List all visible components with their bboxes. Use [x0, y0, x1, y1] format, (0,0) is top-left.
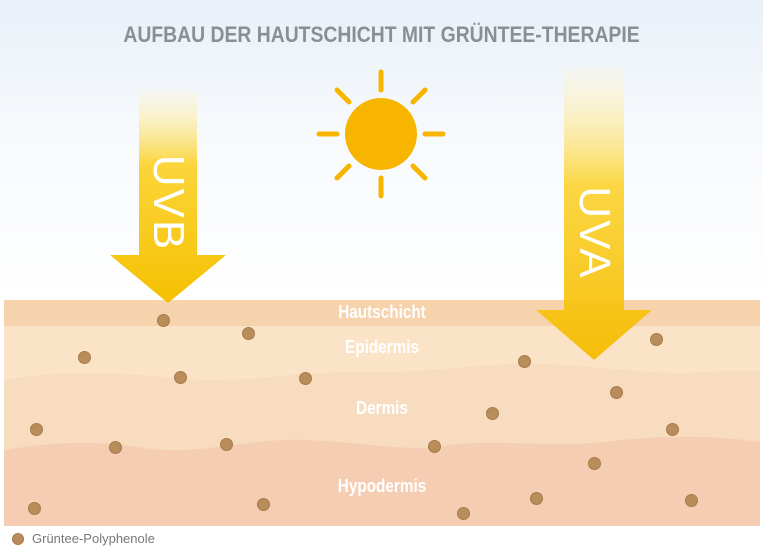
polyphenol-dot	[588, 457, 601, 470]
polyphenol-dot	[220, 438, 233, 451]
polyphenol-dot	[530, 492, 543, 505]
skin-layers	[4, 300, 760, 526]
label-dermis: Dermis	[356, 398, 408, 418]
label-epidermis: Epidermis	[345, 337, 419, 357]
uvb-arrow	[110, 90, 226, 303]
uva-label: UVA	[570, 186, 619, 280]
label-hautschicht: Hautschicht	[338, 302, 426, 322]
polyphenol-dot	[78, 351, 91, 364]
polyphenol-dot	[299, 372, 312, 385]
polyphenol-dot	[28, 502, 41, 515]
polyphenol-dot	[518, 355, 531, 368]
polyphenol-dot	[685, 494, 698, 507]
polyphenol-dot	[610, 386, 623, 399]
diagram-title: AUFBAU DER HAUTSCHICHT MIT GRÜNTEE-THERA…	[123, 22, 640, 47]
polyphenol-dot	[428, 440, 441, 453]
polyphenol-dot	[486, 407, 499, 420]
layer-hypodermis	[4, 436, 760, 526]
legend: Grüntee-Polyphenole	[12, 531, 155, 546]
polyphenol-dot	[666, 423, 679, 436]
legend-dot-icon	[12, 532, 24, 545]
sun-icon	[316, 69, 446, 199]
polyphenol-dot	[242, 327, 255, 340]
polyphenol-dot	[174, 371, 187, 384]
polyphenol-dot	[30, 423, 43, 436]
polyphenol-dot	[457, 507, 470, 520]
uva-arrow	[536, 68, 652, 360]
legend-label: Grüntee-Polyphenole	[32, 531, 155, 546]
polyphenol-dot	[650, 333, 663, 346]
uvb-label: UVB	[144, 154, 193, 252]
polyphenol-dot	[257, 498, 270, 511]
label-hypodermis: Hypodermis	[337, 476, 427, 496]
polyphenol-dot	[109, 441, 122, 454]
polyphenol-dot	[157, 314, 170, 327]
